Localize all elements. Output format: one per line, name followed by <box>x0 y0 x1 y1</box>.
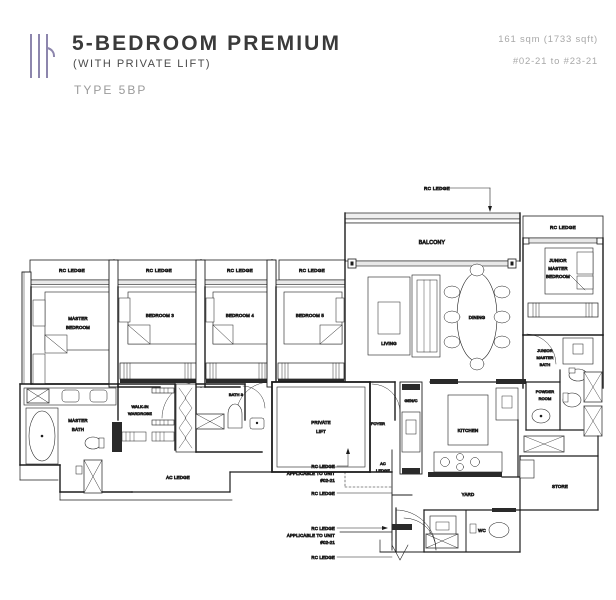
store-label: STORE <box>552 484 568 489</box>
rc-ledge-annotation-3-line2: APPLICABLE TO UNIT <box>287 533 335 538</box>
junior-master-bath-walls <box>522 333 604 389</box>
rc-ledge-label-1: RC LEDGE <box>59 268 85 273</box>
kitchen-walls <box>428 379 526 478</box>
wc-walls <box>423 508 521 553</box>
page-subtitle: (WITH PRIVATE LIFT) <box>73 58 212 70</box>
junior-master-bedroom-label-l1: JUNIOR <box>549 258 567 263</box>
rc-ledge-annotation-2-line1: RC LEDGE <box>311 491 335 496</box>
ac-ledge-center <box>391 449 413 496</box>
walk-in-wardrobe-label-l2: WARDROBE <box>128 411 152 416</box>
plan-outline-lower <box>19 449 412 541</box>
private-lift-walls <box>271 381 371 473</box>
gen-c-label: GEN/C <box>404 398 417 403</box>
master-bedroom-label-l2: BEDROOM <box>66 325 90 330</box>
junior-master-bath-label-l3: BATH <box>540 362 551 367</box>
kitchen-label: KITCHEN <box>458 428 479 433</box>
master-bath-label-l1: MASTER <box>68 418 88 423</box>
rc-ledge-annotation-1-line3: #02-21 <box>320 478 335 483</box>
powder-room-walls <box>523 369 603 453</box>
bedroom-3-walls <box>108 259 202 419</box>
junior-master-bath-label-l2: MASTER <box>536 355 553 360</box>
unit-type-code: TYPE 5BP <box>74 83 148 97</box>
private-lift-label-l2: LIFT <box>316 429 326 434</box>
powder-room-label-l1: POWDER <box>536 389 554 394</box>
ac-ledge-left-label: AC LEDGE <box>166 475 190 480</box>
ac-ledge-center-label-l2: LEDGE <box>376 468 390 473</box>
rc-ledge-label-4: RC LEDGE <box>299 268 325 273</box>
unit-area-label: 161 sqm (1733 sqft) <box>498 34 598 45</box>
dining-area <box>443 263 511 371</box>
walk-in-wardrobe-walls <box>112 383 176 452</box>
bedroom-5-label: BEDROOM 5 <box>296 313 325 318</box>
rc-ledge-annotation-1-line1: RC LEDGE <box>311 464 335 469</box>
bath-3-walls <box>195 383 266 453</box>
rc-ledge-annotation-group-1 <box>336 448 350 467</box>
ac-ledge-left <box>59 471 273 501</box>
rc-ledge-label-3: RC LEDGE <box>227 268 253 273</box>
wc-label: WC <box>478 528 486 533</box>
rc-ledge-label-2: RC LEDGE <box>146 268 172 273</box>
bedroom-3-label: BEDROOM 3 <box>146 313 175 318</box>
foyer-label: FOYER <box>371 421 385 426</box>
rc-ledge-annotation-3-line3: #02-21 <box>320 540 335 545</box>
foyer-walls <box>369 381 401 473</box>
junior-master-bedroom-walls <box>522 237 604 336</box>
yard-label: YARD <box>462 492 475 497</box>
ac-ledge-center-label-l1: AC <box>380 461 386 466</box>
balcony-label: BALCONY <box>419 240 446 246</box>
page-header: 5-BEDROOM PREMIUM (WITH PRIVATE LIFT) TY… <box>0 0 616 120</box>
bedroom-window-band <box>29 279 346 288</box>
bedroom-5-walls <box>266 259 346 417</box>
living-area <box>367 274 441 358</box>
dining-label: DINING <box>469 315 486 320</box>
junior-rc-ledge-label: RC LEDGE <box>550 225 576 230</box>
powder-room-label-l2: ROOM <box>539 396 552 401</box>
balcony-slab <box>344 212 521 262</box>
unit-range-label: #02-21 to #23-21 <box>512 56 598 67</box>
balcony-rc-ledge-label: RC LEDGE <box>424 186 450 191</box>
wardrobe-louvre-panels <box>175 383 197 453</box>
floor-plan: RC LEDGE BALCONY RC LEDGE <box>0 120 616 600</box>
private-lift-label-l1: PRIVATE <box>311 420 331 425</box>
floor-plan-drawing: RC LEDGE BALCONY RC LEDGE <box>19 186 604 561</box>
store-walls <box>519 435 599 511</box>
junior-master-bedroom-label-l2: MASTER <box>548 266 568 271</box>
rc-ledge-annotation-group-3 <box>336 526 388 530</box>
rc-ledge-annotation-1-line2: APPLICABLE TO UNIT <box>287 471 335 476</box>
balcony-ledge-callout <box>439 187 492 212</box>
living-label: LIVING <box>381 341 397 346</box>
gen-c-riser <box>399 381 423 475</box>
master-bath-walls <box>19 383 133 494</box>
walk-in-wardrobe-label-l1: WALK-IN <box>131 404 148 409</box>
master-bedroom-label-l1: MASTER <box>68 316 88 321</box>
rc-ledge-annotation-3-line1: RC LEDGE <box>311 526 335 531</box>
rc-ledge-annotation-4-line1: RC LEDGE <box>311 555 335 560</box>
bedroom-4-label: BEDROOM 4 <box>226 313 255 318</box>
master-bath-label-l2: BATH <box>72 427 84 432</box>
brand-logo-icon <box>28 34 62 78</box>
junior-master-bath-label-l1: JUNIOR <box>537 348 552 353</box>
balcony-railing <box>347 258 517 269</box>
junior-master-bedroom-label-l3: BEDROOM <box>546 274 570 279</box>
bath-3-label: BATH 3 <box>229 392 243 397</box>
bedroom-4-walls <box>195 259 273 417</box>
page-title: 5-BEDROOM PREMIUM <box>72 32 342 55</box>
